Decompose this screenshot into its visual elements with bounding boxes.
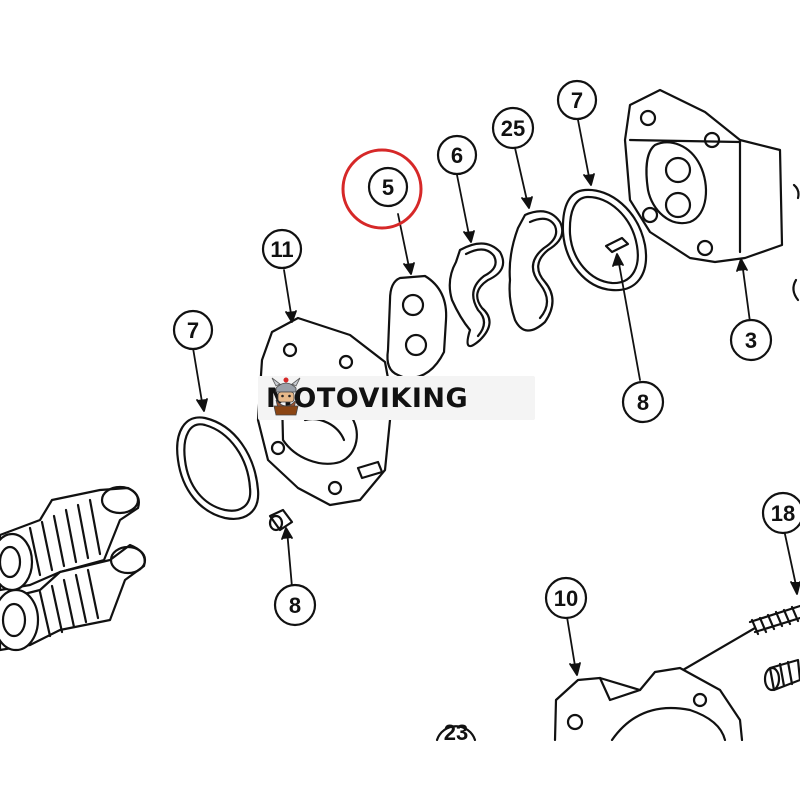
pump-cover (623, 88, 784, 264)
callout-23-label: 23 (444, 720, 468, 745)
edge-fragments (792, 183, 800, 302)
highlight-ring (341, 148, 423, 230)
callout-18-label: 18 (771, 501, 795, 526)
callout-3: 3 (729, 318, 773, 362)
o-ring-top (561, 188, 648, 292)
o-ring-left (176, 416, 260, 520)
callout-8-right: 8 (621, 380, 665, 424)
callout-6: 6 (436, 134, 478, 176)
callout-5-label: 5 (382, 175, 394, 200)
fitting (763, 658, 800, 692)
bottom-margin (0, 741, 800, 800)
watermark-banner: MOTOVIKING (258, 376, 535, 420)
viking-mascot-icon (271, 377, 301, 416)
callout-11-label: 11 (270, 237, 293, 262)
callout-7-left: 7 (172, 309, 214, 351)
leader-lines (192, 119, 800, 676)
gear-shafts (0, 485, 147, 652)
callout-8-right-label: 8 (637, 390, 649, 415)
callout-25: 25 (491, 106, 535, 150)
callout-10: 10 (544, 576, 588, 620)
callout-7-left-label: 7 (187, 318, 199, 343)
callout-18: 18 (761, 491, 800, 535)
callout-8-bottom: 8 (273, 583, 317, 627)
wear-plate (386, 274, 448, 380)
callout-3-label: 3 (745, 328, 757, 353)
dowel-pin-bottom (268, 508, 294, 532)
watermark-text: MOTOVIKING (266, 382, 469, 414)
seal-6 (448, 242, 505, 348)
callout-5: 5 (367, 166, 409, 208)
callout-6-label: 6 (451, 143, 463, 168)
callout-7-top-label: 7 (571, 88, 583, 113)
callout-25-label: 25 (501, 116, 525, 141)
pump-body-10 (553, 666, 744, 742)
dowel-pin-right (604, 236, 630, 254)
callout-7-top: 7 (556, 79, 598, 121)
callout-11: 11 (261, 228, 303, 270)
callout-23: 23 (435, 720, 477, 745)
seal-25 (508, 210, 564, 332)
callout-8-bottom-label: 8 (289, 593, 301, 618)
callout-10-label: 10 (554, 586, 578, 611)
